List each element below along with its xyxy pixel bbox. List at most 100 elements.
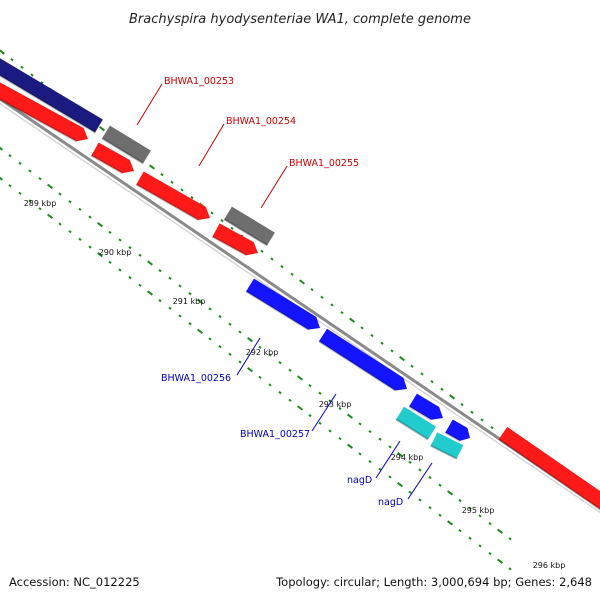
tick-mark (190, 196, 194, 200)
tick-mark (380, 341, 384, 345)
tick-mark (478, 514, 482, 518)
leader-line (136, 83, 163, 126)
gene-arrow (0, 82, 88, 142)
tick-mark (258, 375, 262, 379)
gene-arrow (396, 406, 436, 440)
tick-mark (118, 238, 122, 242)
tick-mark (480, 418, 484, 422)
leader-line (407, 462, 433, 500)
tick-mark (508, 567, 512, 571)
tick-mark (318, 391, 322, 395)
gene-arrow (224, 206, 275, 246)
leader-line (375, 440, 401, 479)
tick-mark (308, 384, 312, 388)
gene-edge (395, 418, 429, 441)
gene-labels: BHWA1_00253 BHWA1_00254 BHWA1_00255 BHWA… (161, 76, 403, 508)
tick-mark (168, 276, 172, 280)
tick-mark (38, 177, 42, 181)
tick-mark (388, 475, 392, 479)
tick-mark (347, 443, 354, 449)
tick-mark (170, 180, 174, 184)
tick-mark (47, 183, 53, 189)
tick-mark (368, 460, 372, 464)
gene-arrow (318, 328, 407, 391)
tick-mark (28, 169, 32, 173)
tick-mark (0, 49, 5, 55)
tick-mark (230, 226, 234, 230)
tick-mark (108, 260, 112, 264)
tick-mark (78, 237, 82, 241)
leader-line (260, 165, 288, 209)
gene-label-bhwa1-00255[interactable]: BHWA1_00255 (289, 158, 359, 169)
tick-mark (108, 230, 112, 234)
tick-mark (297, 405, 304, 411)
scale-labels: 289 kbp 290 kbp 291 kbp 292 kbp 293 kbp … (24, 199, 566, 570)
tick-mark (458, 528, 462, 533)
gene-edge (498, 438, 600, 511)
tick-mark (0, 176, 3, 181)
tick-mark (147, 290, 153, 296)
tick-mark (68, 200, 72, 204)
tick-mark (299, 279, 306, 285)
tick-mark (28, 199, 32, 203)
tick-mark (308, 414, 312, 418)
backbone-strand (0, 96, 600, 510)
tick-mark (228, 322, 232, 326)
scale-label: 290 kbp (99, 248, 132, 257)
tick-mark (238, 330, 242, 334)
gene-arrow (409, 393, 443, 420)
tick-mark (360, 326, 364, 330)
tick-mark (0, 146, 3, 151)
tick-mark (280, 265, 284, 269)
tick-mark (358, 422, 362, 426)
tick-mark (278, 361, 282, 365)
tick-mark (310, 288, 314, 292)
tick-mark (378, 437, 382, 441)
tick-mark (428, 505, 432, 510)
tick-mark (497, 558, 504, 564)
gene-edge (444, 431, 461, 442)
tick-mark (40, 81, 44, 85)
gene-label-bhwa1-00256[interactable]: BHWA1_00256 (161, 373, 231, 384)
tick-mark (180, 188, 184, 192)
tick-mark (58, 192, 62, 196)
tick-mark (78, 207, 82, 211)
tick-mark (38, 207, 42, 211)
scale-label: 291 kbp (173, 297, 206, 306)
tick-mark (30, 73, 34, 77)
gene-edge (318, 340, 396, 392)
tick-mark (397, 481, 404, 488)
tick-mark (220, 219, 224, 223)
tick-mark (368, 430, 372, 434)
tick-mark (18, 191, 22, 195)
gene-arrow (430, 432, 464, 459)
gene-edge (211, 235, 247, 257)
tick-mark (430, 379, 434, 384)
tick-mark (88, 215, 92, 219)
gene-label-bhwa1-00257[interactable]: BHWA1_00257 (240, 429, 310, 440)
tick-mark (97, 222, 103, 228)
gene-edge (90, 154, 123, 174)
tick-mark (358, 452, 362, 456)
gene-edge (408, 405, 432, 421)
tick-mark (99, 126, 105, 132)
tick-mark (290, 272, 294, 276)
tick-mark (458, 498, 462, 503)
gene-edge (135, 183, 199, 221)
tick-mark (508, 537, 512, 541)
tick-mark (188, 322, 192, 326)
tick-mark (128, 246, 132, 250)
scale-label: 289 kbp (24, 199, 57, 208)
tick-mark (488, 521, 492, 526)
gene-label-bhwa1-00254[interactable]: BHWA1_00254 (226, 116, 296, 127)
scale-label: 296 kbp (533, 561, 566, 570)
tick-mark (88, 245, 92, 249)
gene-label-nagd-2[interactable]: nagD (378, 497, 403, 508)
map-title: Brachyspira hyodysenteriae WA1, complete… (129, 12, 471, 27)
tick-mark (330, 303, 334, 307)
gene-label-nagd-1[interactable]: nagD (347, 475, 372, 486)
gene-label-bhwa1-00253[interactable]: BHWA1_00253 (164, 76, 234, 87)
tick-mark (338, 407, 342, 411)
tick-mark (399, 355, 406, 362)
